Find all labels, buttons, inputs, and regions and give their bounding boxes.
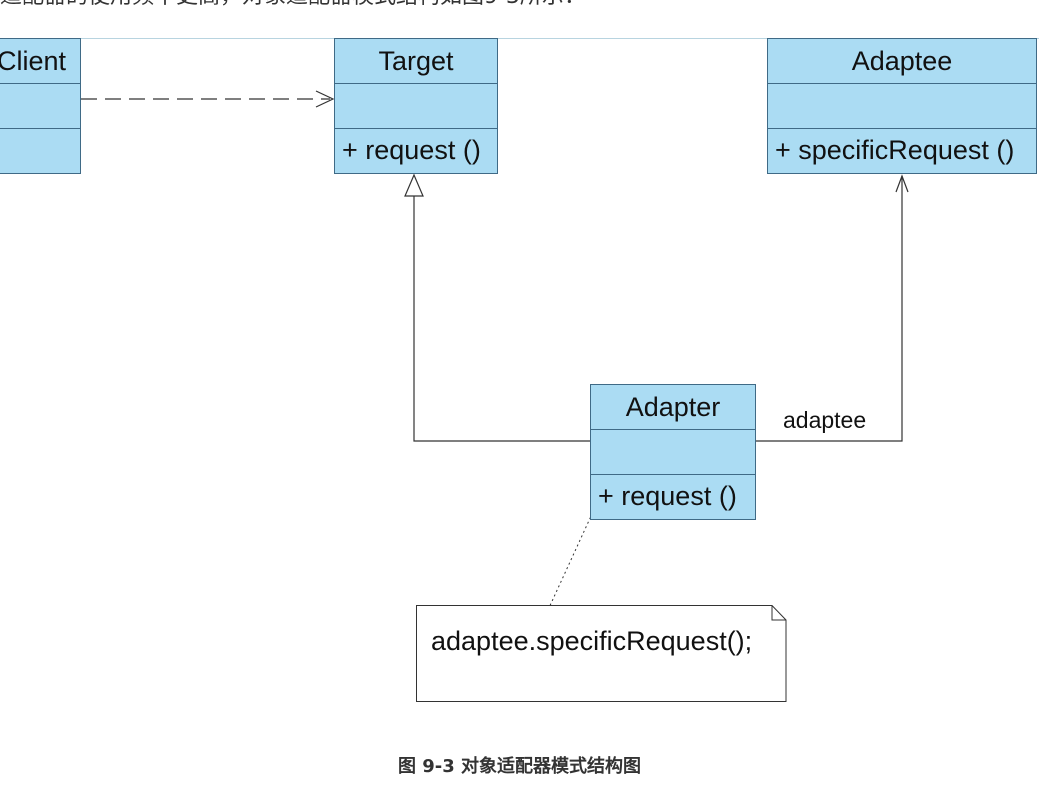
note-text: adaptee.specificRequest(); <box>431 626 753 656</box>
client-class: Client <box>0 38 81 174</box>
adaptee-class-attributes <box>768 84 1036 129</box>
figure-caption: 图 9-3 对象适配器模式结构图 <box>397 756 642 777</box>
adaptee-class: Adaptee + specificRequest () <box>767 38 1037 174</box>
generalization-line <box>413 196 590 442</box>
top-divider <box>0 38 1039 39</box>
client-class-operations <box>0 129 80 173</box>
target-class-operation: + request () <box>342 135 481 165</box>
dependency-arrowhead <box>315 90 335 108</box>
client-class-name: Client <box>0 39 80 84</box>
adaptee-class-name: Adaptee <box>768 39 1036 84</box>
target-class-name: Target <box>335 39 497 84</box>
note-anchor-line <box>547 489 604 611</box>
adapter-class-operation: + request () <box>598 481 737 511</box>
adapter-class: Adapter + request () <box>590 384 756 520</box>
association-arrowhead <box>895 174 909 193</box>
code-note: adaptee.specificRequest(); <box>416 605 787 702</box>
adapter-class-name: Adapter <box>591 385 755 430</box>
intro-text: 适配器的使用频率更高，对象适配器模式结构如图9-3所示： <box>0 0 1039 10</box>
generalization-triangle <box>404 173 424 197</box>
adapter-class-attributes <box>591 430 755 475</box>
association-line <box>756 176 903 442</box>
adaptee-class-operation: + specificRequest () <box>775 135 1015 165</box>
association-role-label: adaptee <box>783 407 867 433</box>
client-class-attributes <box>0 84 80 129</box>
note-shape <box>416 605 787 702</box>
target-class-attributes <box>335 84 497 129</box>
target-class: Target + request () <box>334 38 498 174</box>
